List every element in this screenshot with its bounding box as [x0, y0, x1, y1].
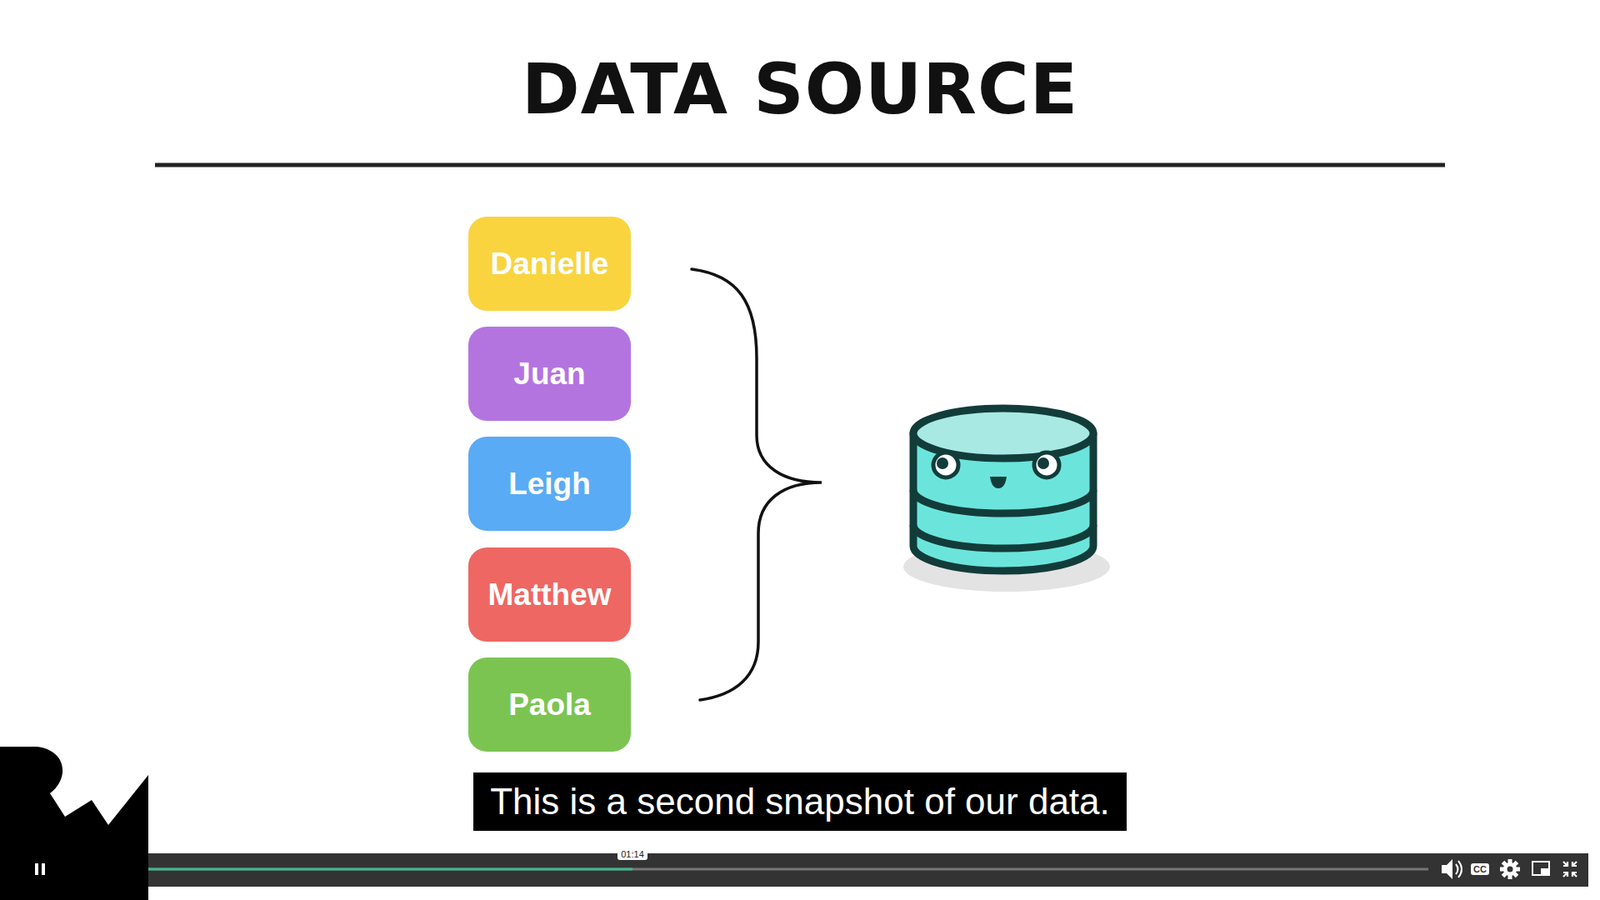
pip-icon: [1532, 861, 1550, 875]
cc-icon: CC: [1470, 863, 1490, 875]
control-bar: [0, 853, 1589, 887]
logo: [0, 746, 149, 900]
progress-track: [86, 868, 1429, 871]
name-label: Danielle: [490, 246, 610, 282]
volume-icon: [1441, 859, 1453, 880]
settings-icon: [1500, 859, 1520, 880]
progress-played: [86, 868, 633, 871]
name-box: Matthew: [468, 547, 631, 642]
logo: [25, 800, 125, 900]
pause-icon: [35, 863, 39, 875]
time-label: 01:14: [617, 848, 648, 860]
pause-icon: [41, 863, 45, 875]
subtitle: This is a second snapshot of our data.: [473, 772, 1127, 831]
name-label: Paola: [508, 687, 591, 723]
database-icon: [903, 408, 1110, 592]
slide-title: DATA SOURCE: [0, 48, 1600, 130]
name-label: Matthew: [488, 577, 612, 613]
name-box: Leigh: [468, 436, 631, 531]
brace: [691, 269, 822, 700]
name-box: Danielle: [468, 216, 631, 311]
volume-icon: [1455, 860, 1462, 878]
name-label: Leigh: [508, 466, 591, 502]
pip-icon: [1540, 868, 1550, 875]
name-label: Juan: [513, 356, 585, 392]
fullscreen-icon: [1563, 861, 1577, 877]
name-box: Juan: [468, 326, 631, 421]
name-box: Paola: [468, 657, 631, 752]
title-rule: [155, 163, 1445, 168]
